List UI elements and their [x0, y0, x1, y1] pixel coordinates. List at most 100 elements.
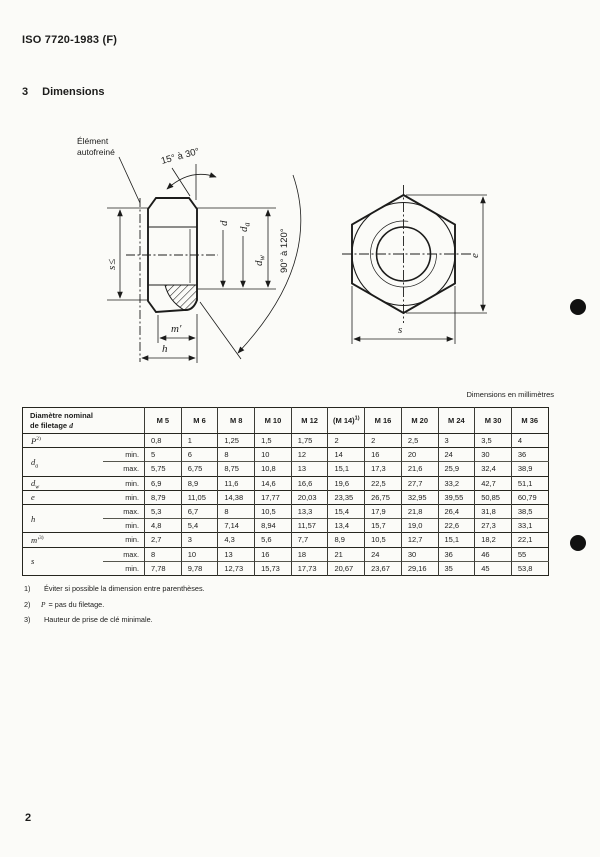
table-cell: 14: [327, 447, 365, 462]
table-cell: 8,9: [180, 475, 218, 491]
row-limit: min.: [102, 489, 145, 505]
callout-line1: Élément: [77, 136, 109, 146]
symbol-sub: w: [35, 484, 40, 491]
column-label: M 12: [301, 416, 318, 425]
table-cell: 19,6: [327, 475, 365, 491]
column-label: M 20: [411, 416, 428, 425]
table-cell: 5,3: [144, 503, 182, 519]
column-label: M 5: [156, 416, 170, 425]
table-cell: 46: [474, 546, 512, 562]
table-cell: 16,6: [290, 475, 328, 491]
table-cell: 13,3: [290, 503, 328, 519]
table-cell: 32,95: [400, 489, 438, 505]
table-cell: 3: [437, 432, 475, 448]
row-limit: min.: [102, 560, 145, 576]
footnote: 3)Hauteur de prise de clé minimale.: [24, 612, 205, 628]
table-cell: 7,14: [217, 518, 255, 533]
table-cell: 13: [290, 461, 328, 477]
table-cell: 14,38: [217, 489, 255, 505]
table-cell: 15,1: [437, 532, 475, 547]
registration-dot: [570, 535, 586, 551]
section-title: Dimensions: [42, 86, 105, 98]
table-cell: 26,75: [364, 489, 402, 505]
table-cell: 2: [327, 432, 365, 448]
column-header: M 20: [400, 407, 438, 434]
table-cell: 4,8: [144, 518, 182, 533]
table-cell: 42,7: [474, 475, 512, 491]
row-limit: min.: [102, 518, 145, 533]
table-cell: 12,73: [217, 560, 255, 576]
table-cell: 51,1: [510, 475, 549, 491]
column-label: (M 14): [333, 416, 355, 425]
symbol-base: m′: [31, 534, 39, 545]
footnote-text: Éviter si possible la dimension entre pa…: [44, 584, 205, 593]
table-cell: 15,7: [364, 518, 402, 533]
table-cell: 8,94: [254, 518, 292, 533]
table-cell: 21,6: [400, 461, 438, 477]
table-cell: 6,75: [180, 461, 218, 477]
table-cell: 30: [400, 546, 438, 562]
table-cell: 9,78: [180, 560, 218, 576]
table-cell: 22,1: [510, 532, 549, 547]
chamfer-angle-label: 15° à 30°: [160, 146, 201, 167]
h-dimension: h: [141, 343, 196, 361]
footnote-marker: 1): [24, 584, 31, 593]
row-symbol: P2): [22, 432, 145, 448]
table-cell: 0,8: [144, 432, 182, 448]
table-cell: 5: [144, 447, 182, 462]
symbol-base: d: [31, 478, 36, 489]
footnote: 1) Éviter si possible la dimension entre …: [24, 581, 205, 597]
table-cell: 26,4: [437, 503, 475, 519]
s-limit-dimension: s≤: [106, 207, 148, 301]
column-header: (M 14)1): [327, 407, 365, 434]
d-label: d: [218, 220, 230, 226]
footnote-marker: 2): [24, 599, 31, 609]
column-header: M 30: [474, 407, 512, 434]
row-limit: max.: [102, 461, 145, 477]
table-cell: 3,5: [474, 432, 512, 448]
section-heading: 3 Dimensions: [22, 86, 104, 98]
page-number: 2: [25, 812, 32, 824]
table-cell: 22,5: [364, 475, 402, 491]
corner-symbol: d: [69, 420, 73, 430]
symbol-note-ref: 3): [39, 535, 44, 542]
symbol-base: h: [31, 513, 36, 524]
column-label: M 6: [193, 416, 206, 425]
corner-line1: Diamètre nominal: [30, 411, 93, 421]
table-cell: 15,73: [254, 560, 292, 576]
table-cell: 36: [510, 447, 549, 462]
units-note: Dimensions en millimètres: [466, 390, 554, 399]
table-cell: 8: [217, 503, 255, 519]
table-cell: 20,67: [327, 560, 365, 576]
table-cell: 17,3: [364, 461, 402, 477]
callout-line2: autofreiné: [77, 147, 115, 157]
section-number: 3: [22, 86, 29, 98]
table-cell: 6: [180, 447, 218, 462]
table-cell: 6,7: [180, 503, 218, 519]
table-cell: 2,5: [400, 432, 438, 448]
table-cell: 5,6: [254, 532, 292, 547]
chamfer-circle: [351, 201, 456, 307]
row-symbol: m′3): [22, 532, 103, 547]
column-label: M 30: [484, 416, 502, 425]
table-cell: 25,9: [437, 461, 475, 477]
diameter-callouts: d da dw: [197, 207, 276, 290]
table-cell: 18: [290, 546, 328, 562]
table-cell: 60,79: [510, 489, 549, 505]
table-cell: 35: [437, 560, 475, 576]
footnote-text: = pas du filetage.: [48, 599, 105, 609]
locking-element-callout: Élément autofreiné: [77, 136, 141, 204]
e-dimension: e: [406, 194, 487, 314]
table-cell: 1,25: [217, 432, 255, 448]
table-cell: 39,55: [437, 489, 475, 505]
table-cell: 17,77: [254, 489, 292, 505]
row-limit: min.: [102, 475, 145, 491]
row-limit: min.: [102, 532, 145, 547]
column-label: M 8: [229, 416, 243, 425]
table-cell: 10,5: [364, 532, 402, 547]
